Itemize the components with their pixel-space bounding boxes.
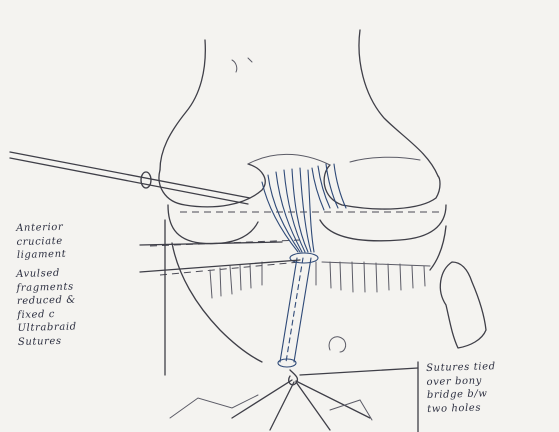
tibia-lateral-border (430, 226, 446, 270)
acl-fibers (262, 168, 314, 252)
small-loop-mark (329, 337, 346, 352)
tibial-tunnel (278, 253, 318, 367)
acl-label: Anterior cruciate ligament (16, 221, 66, 263)
suture-note-label: Sutures tied over bony bridge b/w two ho… (426, 360, 497, 416)
tibia-medial-border (172, 243, 262, 362)
patella-shadow (350, 157, 420, 162)
skin-incision-right (330, 400, 372, 420)
femur-medial-outline (160, 40, 205, 170)
tibial-plateau-medial (168, 205, 258, 244)
guide-instrument (10, 152, 250, 204)
femur-lateral-outline (359, 30, 438, 176)
femur-sketch-marks (232, 58, 252, 72)
lateral-ligament-fibers (312, 164, 346, 210)
note-leader-line (300, 368, 418, 375)
medial-condyle (159, 164, 265, 207)
lateral-condyle (324, 165, 440, 209)
growth-plate-hatching (210, 262, 430, 298)
intercondylar-notch (248, 154, 330, 165)
fibula-head (440, 262, 486, 348)
avulsed-fragment-label: Avulsed fragments reduced & fixed c Ultr… (16, 266, 77, 349)
acl-leader-line (140, 242, 282, 245)
skin-incision-left (170, 395, 258, 418)
suture-knot (232, 370, 370, 430)
tibial-plateau-lateral (320, 205, 446, 241)
